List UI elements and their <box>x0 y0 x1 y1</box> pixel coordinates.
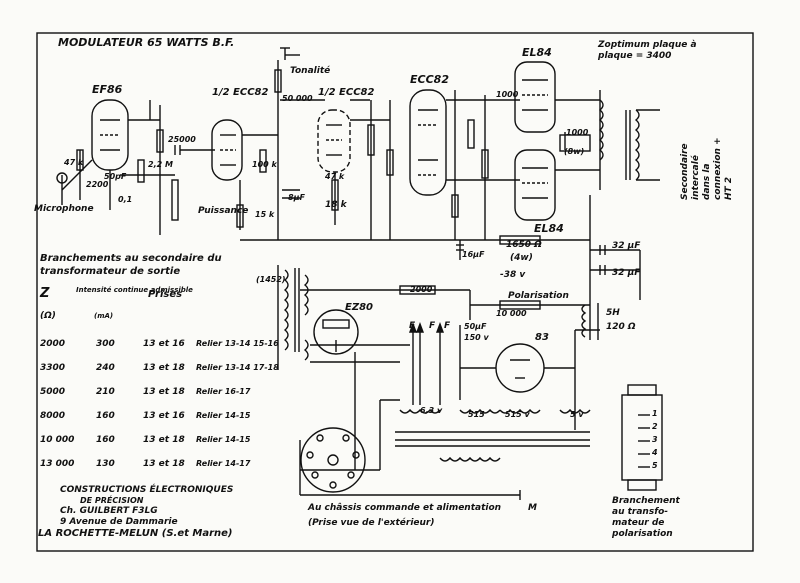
tube-label-ef86: EF86 <box>92 83 123 96</box>
v515a-label: 515 <box>468 410 485 419</box>
footer-line2: DE PRÉCISION <box>80 496 144 505</box>
choke-label: 5H <box>606 308 620 318</box>
connector-pin-label: 4 <box>652 448 658 457</box>
secondaire-label: Secondaire intercalé dans la connexion +… <box>680 137 734 200</box>
value-47k-b: 47 k <box>325 172 345 181</box>
tube-label-ez80: EZ80 <box>345 302 373 313</box>
value-8w: (8w) <box>564 147 585 156</box>
r1650-label: 1650 Ω <box>506 240 542 250</box>
m-label: M <box>528 503 537 513</box>
value-10000: 10 000 <box>496 309 527 318</box>
value-1000b: 1000 <box>496 90 519 99</box>
tube-label-ecc82b: 1/2 ECC82 <box>318 87 375 98</box>
f2-label: F <box>429 321 436 331</box>
zoptimum-label: Zoptimum plaque à plaque = 3400 <box>598 40 697 61</box>
ecc82a-tube <box>211 119 243 181</box>
value-8uf: 8µF <box>288 193 305 202</box>
neg38-label: -38 v <box>500 270 526 280</box>
v515b-label: 515 v <box>505 410 530 419</box>
choke-resistance-label: 120 Ω <box>606 322 636 332</box>
value-18k: 18 k <box>325 200 347 210</box>
ecc82-tube <box>409 89 447 196</box>
connector-pin-label: 1 <box>652 409 658 418</box>
v5-label: 5 v <box>570 410 584 419</box>
c32a-label: 32 µF <box>612 241 641 251</box>
value-150v: 150 v <box>464 333 489 342</box>
microphone-label: Microphone <box>34 204 94 214</box>
value-1000: 1000 <box>566 128 589 137</box>
f3-label: F <box>444 321 451 331</box>
sheet-border <box>36 32 754 552</box>
value-100k: 100 k <box>252 160 277 169</box>
tube-label-el84-top: EL84 <box>522 46 552 59</box>
footer-line3: Ch. GUILBERT F3LG <box>60 506 158 516</box>
value-50000: 50 000 <box>282 94 313 103</box>
value-47k: 47 k <box>64 158 84 167</box>
page-title: MODULATEUR 65 WATTS B.F. <box>58 36 235 49</box>
tube-label-83: 83 <box>535 332 549 343</box>
value-01: 0,1 <box>118 195 133 204</box>
r1452-label: (1452) <box>256 275 286 284</box>
polarisation-label: Polarisation <box>508 291 569 301</box>
puissance-label: Puissance <box>198 206 249 216</box>
connector-pin-label: 2 <box>652 422 658 431</box>
tube-label-ecc82a: 1/2 ECC82 <box>212 87 269 98</box>
footer-line5: LA ROCHETTE-MELUN (S.et Marne) <box>38 528 233 539</box>
sec-title-label: Branchements au secondaire du transforma… <box>40 253 222 277</box>
c32b-label: 32 µF <box>612 268 641 278</box>
footer-line4: 9 Avenue de Dammarie <box>60 517 178 527</box>
el84-top-tube <box>514 61 556 133</box>
branchement-polar-label: Branchement au transfo-mateur de polaris… <box>612 496 680 539</box>
prise-label: (Prise vue de l'extérieur) <box>308 518 435 528</box>
value-22m: 2,2 M <box>148 160 173 169</box>
value-2200: 2200 <box>86 180 109 189</box>
tube-83 <box>495 343 545 393</box>
el84-bottom-tube <box>514 149 556 221</box>
ez80-tube <box>313 309 359 355</box>
tube-label-el84-bottom: EL84 <box>534 222 564 235</box>
tonalite-label: Tonalité <box>290 66 331 76</box>
value-25000: 25000 <box>168 135 196 144</box>
chassis-label: Au châssis commande et alimentation <box>308 503 502 513</box>
f1-label: F <box>409 321 416 331</box>
connector-pin-label: 3 <box>652 435 658 444</box>
c16-label: 16µF <box>462 250 485 259</box>
octal-socket <box>300 427 366 493</box>
footer-line1: CONSTRUCTIONS ÉLECTRONIQUES <box>60 485 234 495</box>
connector-pin-label: 5 <box>652 461 658 470</box>
value-50f: 50µF <box>464 322 487 331</box>
tube-label-ecc82: ECC82 <box>410 73 449 86</box>
value-15k: 15 k <box>255 210 275 219</box>
value-50pf: 50pF <box>104 172 127 181</box>
r1650w-label: (4w) <box>510 253 533 263</box>
value-2000: 2000 <box>410 285 433 294</box>
v63-label: 6,3 v <box>420 406 443 415</box>
ecc82b-tube <box>317 109 351 173</box>
